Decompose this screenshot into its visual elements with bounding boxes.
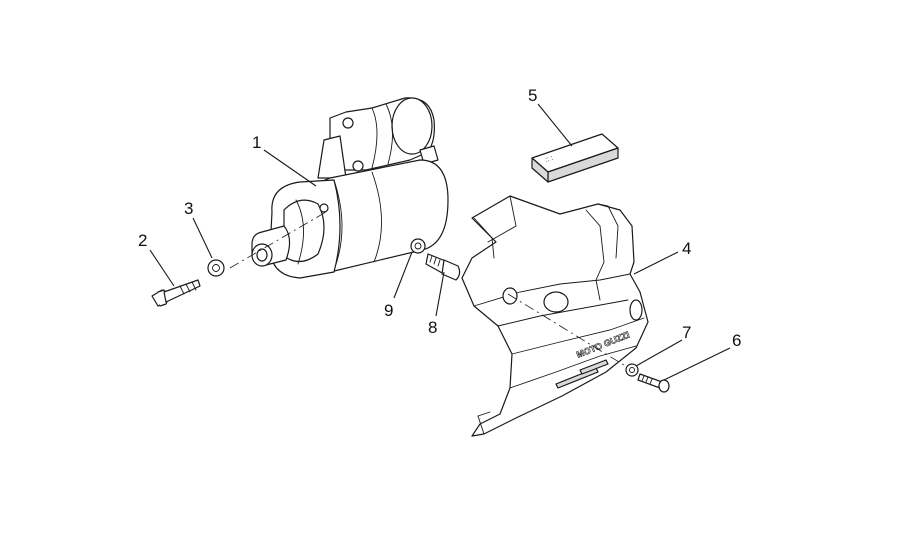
- cover-icon: MOTO GUZZI: [461, 195, 649, 437]
- callout-1: 1: [252, 133, 261, 152]
- callout-4: 4: [682, 239, 691, 258]
- washer-icon-9: [410, 238, 426, 254]
- callout-5: 5: [528, 86, 537, 105]
- callout-6: 6: [732, 331, 741, 350]
- callout-8: 8: [428, 318, 437, 337]
- label-plate-icon: :: :: [531, 133, 619, 183]
- bolt-icon: [151, 279, 201, 307]
- stud-icon: [425, 253, 461, 281]
- callout-9: 9: [384, 301, 393, 320]
- washer-icon: [207, 259, 225, 277]
- svg-text::: :: :: :: [544, 155, 554, 164]
- screw-icon: [637, 373, 670, 393]
- callout-2: 2: [138, 231, 147, 250]
- callout-3: 3: [184, 199, 193, 218]
- callout-7: 7: [682, 323, 691, 342]
- washer-icon-7: [625, 363, 639, 377]
